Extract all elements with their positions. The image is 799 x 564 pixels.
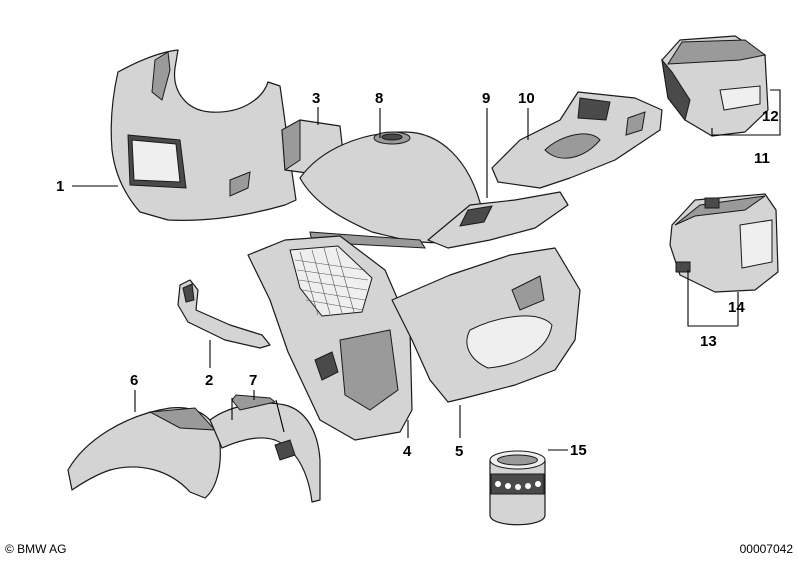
callout-10: 10 xyxy=(518,90,535,107)
callout-15: 15 xyxy=(570,442,587,459)
part-9-panel xyxy=(427,191,569,249)
callout-2: 2 xyxy=(205,372,213,389)
part-4-inner-panel xyxy=(247,235,413,441)
part-5-side-fairing xyxy=(391,247,581,403)
part-15-can xyxy=(489,450,546,526)
callout-8: 8 xyxy=(375,90,383,107)
callout-labels: 1 2 3 4 5 6 7 8 9 10 11 12 13 14 15 xyxy=(56,90,779,460)
callout-12: 12 xyxy=(762,108,779,125)
leader-lines xyxy=(72,89,781,451)
callout-5: 5 xyxy=(455,443,463,460)
callout-4: 4 xyxy=(403,443,412,460)
callout-6: 6 xyxy=(130,372,138,389)
leader-12 xyxy=(768,89,781,136)
part-11-top-case xyxy=(661,35,769,137)
callout-13: 13 xyxy=(700,333,717,350)
drawing-number: 00007042 xyxy=(740,542,794,556)
part-10-rear-cowl xyxy=(491,91,663,189)
leader-13 xyxy=(687,270,738,327)
part-13-side-case xyxy=(669,193,779,293)
part-6-front-mudguard xyxy=(67,407,221,499)
callout-1: 1 xyxy=(56,178,64,195)
leader-11 xyxy=(711,128,768,136)
callout-14: 14 xyxy=(728,299,745,316)
part-7-mudguard-inner xyxy=(209,394,321,503)
copyright-label: © BMW AG xyxy=(5,542,67,556)
callout-11: 11 xyxy=(754,150,770,167)
callout-7: 7 xyxy=(249,372,257,389)
callout-3: 3 xyxy=(312,90,320,107)
part-1-front-fairing xyxy=(110,49,297,221)
callout-9: 9 xyxy=(482,90,490,107)
part-2-bracket xyxy=(177,279,271,349)
